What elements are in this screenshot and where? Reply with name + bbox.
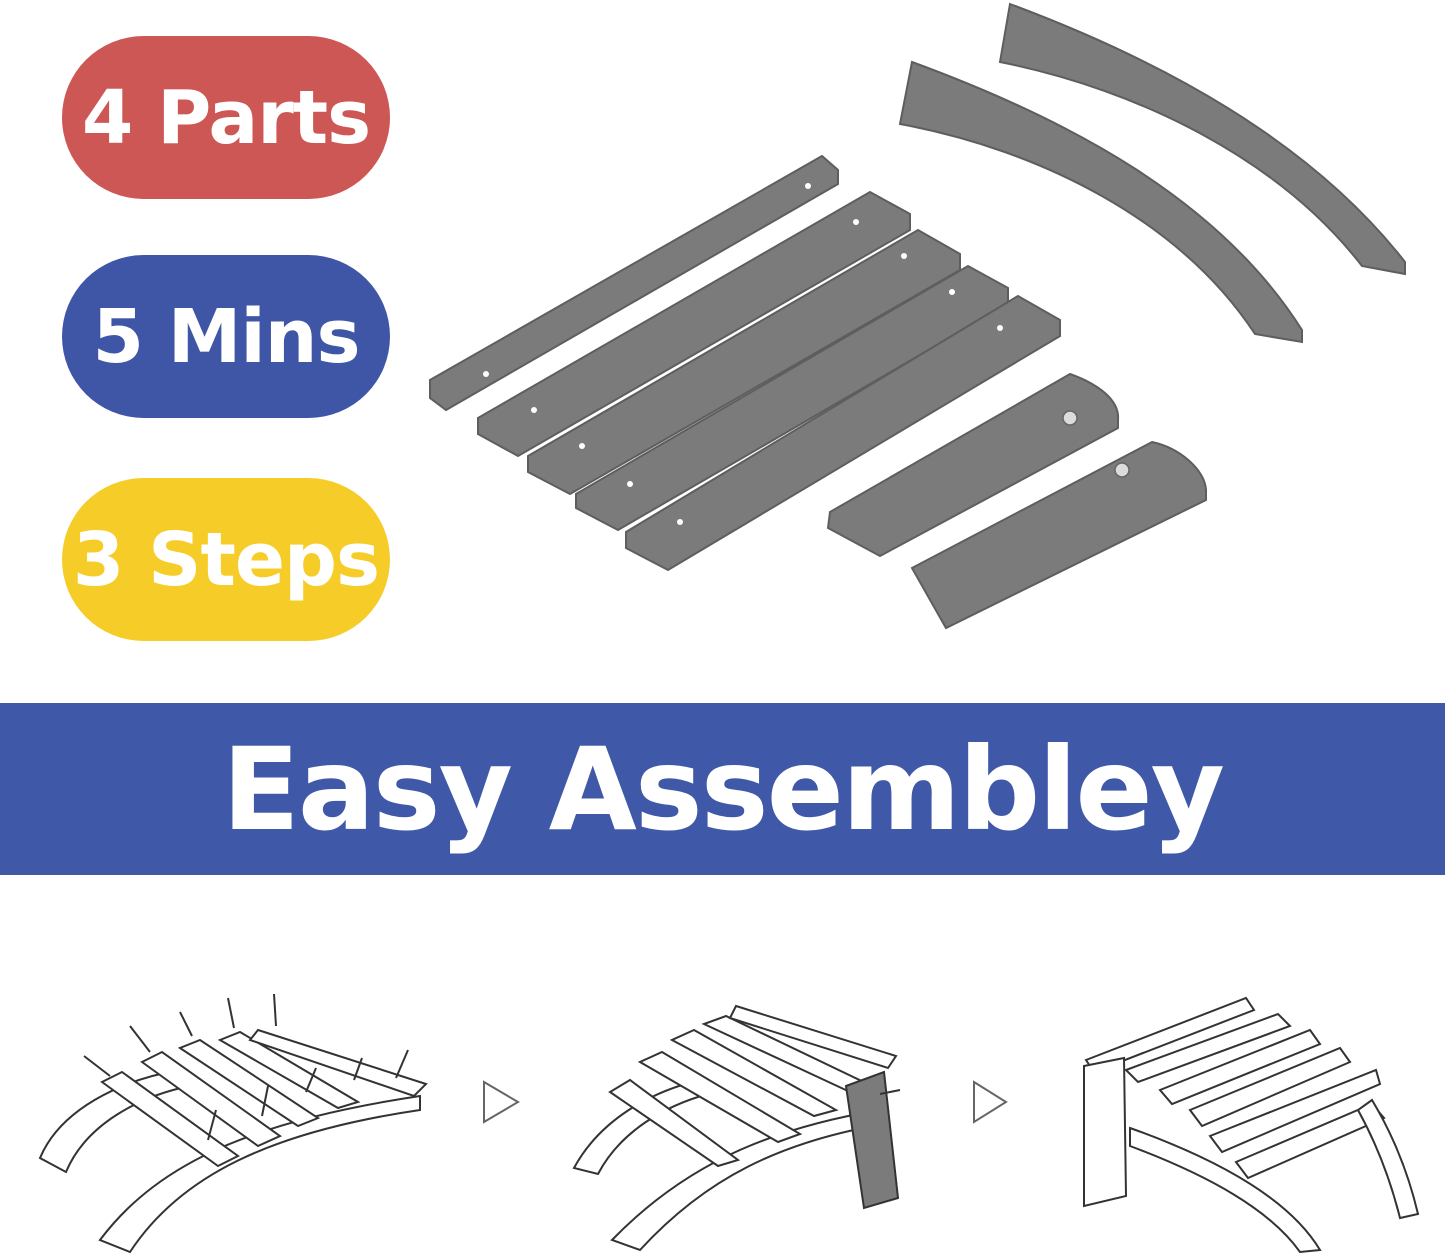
play-triangle-outline-icon [483,1080,520,1124]
parts-count-badge: 4 Parts [62,36,390,199]
slat-1 [429,154,839,412]
play-triangle-outline-icon [973,1080,1008,1124]
steps-count-badge: 3 Steps [62,478,390,641]
curved-leg-parts [898,2,1406,344]
front-leg-parts [826,372,1207,630]
bolt-icon [1062,410,1078,426]
step-3-drawing [1083,996,1420,1254]
bolt-icon [1114,462,1130,478]
slat-2 [477,190,911,458]
front-leg-2 [910,440,1207,630]
time-badge: 5 Mins [62,255,390,418]
curved-leg-back [998,2,1406,276]
step-1-drawing [38,993,428,1254]
front-leg-1 [826,372,1120,558]
slat-screw-holes [483,183,1003,525]
parts-illustration [429,2,1406,630]
slat-parts [429,154,1061,572]
easy-assembly-banner: Easy Assembley [0,703,1445,875]
curved-leg-front [898,60,1303,344]
bolt-heads [1062,410,1130,478]
slat-5 [625,294,1061,572]
step-2-drawing [572,1004,901,1252]
